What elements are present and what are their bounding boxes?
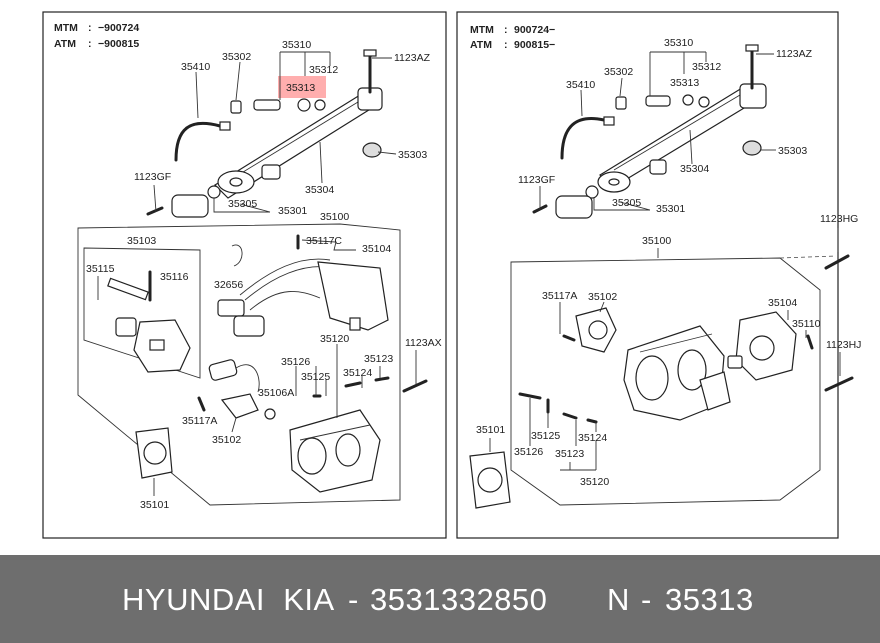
right-label-35312: 35312 <box>692 61 721 73</box>
left-label-35117a: 35117A <box>182 415 217 427</box>
left-label-35126: 35126 <box>281 356 310 368</box>
right-label-35124: 35124 <box>578 432 607 444</box>
right-gasket <box>469 438 511 509</box>
right-mtm-value: 900724− <box>514 24 555 36</box>
right-fuel-rail <box>532 44 767 219</box>
right-label-35304: 35304 <box>680 163 709 175</box>
left-atm-label: ATM <box>54 38 76 50</box>
left-label-35123: 35123 <box>364 353 393 365</box>
right-label-35410: 35410 <box>566 79 595 91</box>
left-label-35303: 35303 <box>398 149 427 161</box>
right-diagram-panel: MTM : 900724− ATM : 900815− <box>456 11 861 539</box>
right-label-35100: 35100 <box>642 235 671 247</box>
svg-text::: : <box>88 38 92 50</box>
left-label-35103: 35103 <box>127 235 156 247</box>
footer-part-number: 35313 <box>665 582 754 617</box>
left-label-35305: 35305 <box>228 198 257 210</box>
right-label-35302: 35302 <box>604 66 633 78</box>
left-label-35102: 35102 <box>212 434 241 446</box>
svg-text::: : <box>88 22 92 34</box>
left-label-35410: 35410 <box>181 61 210 73</box>
left-label-1123ax: 1123AX <box>405 337 442 349</box>
right-label-35313[interactable]: 35313 <box>670 77 699 89</box>
left-harness <box>217 234 389 337</box>
left-label-35125: 35125 <box>301 371 330 383</box>
left-throttle-body <box>197 359 428 493</box>
left-label-1123gf: 1123GF <box>134 171 171 183</box>
right-label-35310: 35310 <box>664 37 693 49</box>
right-label-1123hg: 1123HG <box>820 213 858 225</box>
right-label-35126: 35126 <box>514 446 543 458</box>
right-label-35303: 35303 <box>778 145 807 157</box>
left-gasket <box>135 427 173 496</box>
right-label-35104: 35104 <box>768 297 797 309</box>
left-mtm-label: MTM <box>54 22 78 34</box>
left-label-35302: 35302 <box>222 51 251 63</box>
right-label-35102: 35102 <box>588 291 617 303</box>
right-isc-valve <box>727 310 814 381</box>
right-throttle-body <box>518 325 731 424</box>
left-label-1123az: 1123AZ <box>394 52 431 64</box>
svg-text::: : <box>504 24 508 36</box>
left-label-35313[interactable]: 35313 <box>286 82 315 94</box>
right-label-35117a: 35117A <box>542 290 577 302</box>
svg-text::: : <box>504 39 508 51</box>
footer-separator-2: - <box>641 582 652 617</box>
left-diagram-panel: MTM : −900724 ATM : −900815 <box>42 11 447 539</box>
parts-diagrams: MTM : −900724 ATM : −900815 <box>42 11 861 539</box>
left-label-35120: 35120 <box>320 333 349 345</box>
left-tps-parts <box>97 270 191 373</box>
right-label-35305: 35305 <box>612 197 641 209</box>
right-label-35110: 35110 <box>792 318 821 330</box>
right-tps <box>559 301 617 353</box>
highlight-box-35313[interactable] <box>278 76 326 98</box>
right-label-1123az: 1123AZ <box>776 48 813 60</box>
footer-separator-1: - <box>348 582 359 617</box>
left-label-35115: 35115 <box>86 263 115 275</box>
footer-brand: HYUNDAI KIA <box>122 582 335 617</box>
right-label-35101: 35101 <box>476 424 505 436</box>
left-label-35101: 35101 <box>140 499 169 511</box>
right-label-1123gf: 1123GF <box>518 174 555 186</box>
left-label-35124: 35124 <box>343 367 372 379</box>
right-label-35301: 35301 <box>656 203 685 215</box>
left-label-35116: 35116 <box>160 271 189 283</box>
left-label-32656: 32656 <box>214 279 243 291</box>
left-label-35304: 35304 <box>305 184 334 196</box>
left-atm-value: −900815 <box>98 38 139 50</box>
right-label-35120: 35120 <box>580 476 609 488</box>
right-mtm-label: MTM <box>470 24 494 36</box>
footer-oem-number: 3531332850 <box>370 582 548 617</box>
left-label-35104: 35104 <box>362 243 391 255</box>
right-label-35125: 35125 <box>531 430 560 442</box>
right-label-35123: 35123 <box>555 448 584 460</box>
right-atm-value: 900815− <box>514 39 555 51</box>
left-label-35301: 35301 <box>278 205 307 217</box>
left-label-35117c: 35117C <box>306 235 342 247</box>
right-label-1123hj: 1123HJ <box>826 339 861 351</box>
left-label-35106a: 35106A <box>258 387 294 399</box>
left-label-35100: 35100 <box>320 211 349 223</box>
footer-prefix: N <box>607 582 630 617</box>
left-label-35312: 35312 <box>309 64 338 76</box>
footer-banner: HYUNDAI KIA - 3531332850 N - 35313 <box>0 555 880 643</box>
left-mtm-value: −900724 <box>98 22 139 34</box>
left-label-35310: 35310 <box>282 39 311 51</box>
right-atm-label: ATM <box>470 39 492 51</box>
right-leader-lines-top <box>539 51 776 211</box>
left-fuel-rail <box>146 49 383 218</box>
left-leader-lines-top <box>153 51 397 213</box>
